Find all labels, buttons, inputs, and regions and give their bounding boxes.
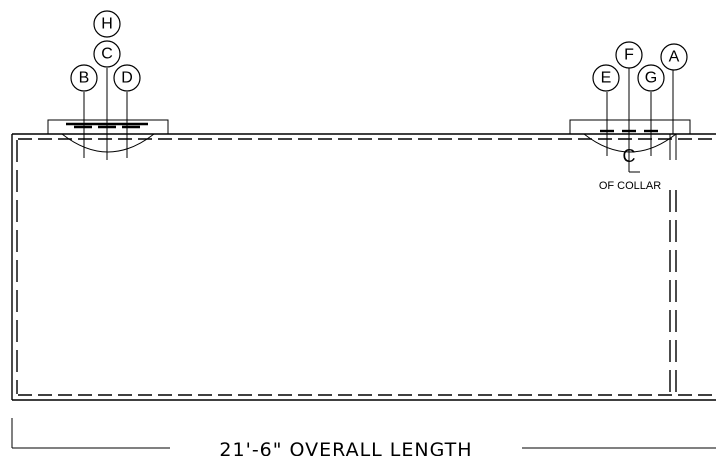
callout-d: D	[121, 70, 133, 87]
callout-h: H	[101, 16, 113, 33]
callout-b: B	[79, 70, 90, 87]
callout-f: F	[624, 47, 634, 64]
tank-body	[11, 133, 716, 401]
left-callouts: H C B D	[70, 10, 141, 92]
collar-centerline	[669, 134, 677, 398]
callout-g: G	[645, 70, 657, 87]
centerline-label: C OF COLLAR	[599, 146, 661, 192]
right-nozzle-pad	[569, 68, 691, 156]
right-callouts: F A E G	[592, 41, 688, 92]
callout-e: E	[601, 70, 612, 87]
callout-a: A	[669, 49, 680, 66]
left-nozzle-pad	[47, 68, 169, 160]
overall-length-dimension: 21'-6" OVERALL LENGTH	[11, 418, 716, 456]
callout-c: C	[101, 46, 113, 63]
centerline-note: OF COLLAR	[599, 180, 661, 192]
dimension-label: 21'-6" OVERALL LENGTH	[219, 439, 472, 456]
